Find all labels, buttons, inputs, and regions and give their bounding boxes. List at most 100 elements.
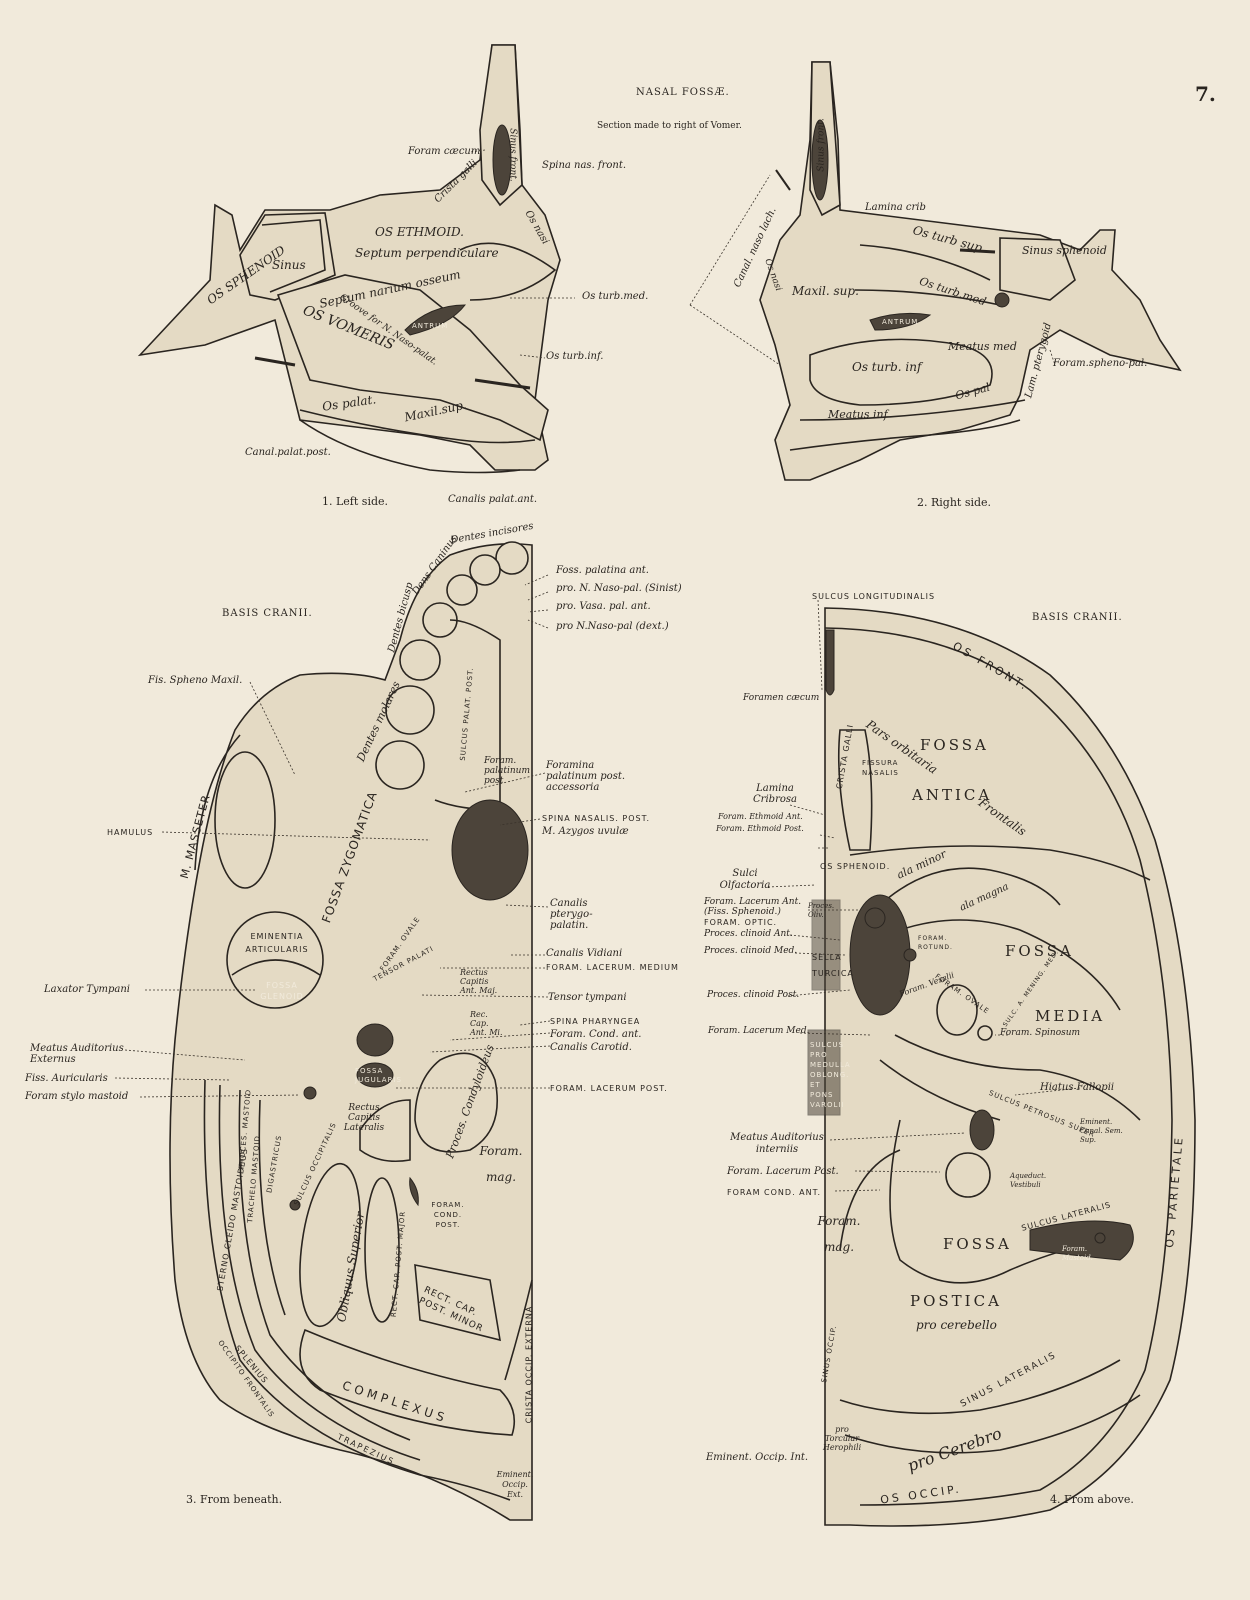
fig3-label-foram-cond-post: FORAM. COND. POST. (431, 1201, 465, 1229)
fig4-left-label-1: Lamina Cribrosa (753, 783, 797, 805)
fig3-right-label-10: Tensor tympani (548, 992, 627, 1003)
fig2-label-meatus-med: Meatus med (948, 340, 1017, 353)
fig4-left-label-6: FORAM. OPTIC. (704, 918, 778, 927)
fig4-label-foram-rotund: FORAM. ROTUND. (918, 935, 953, 951)
fig3-left-label-1: HAMULUS (107, 828, 154, 837)
fig3-right-label-4: Foramina palatinum post. accessoria (546, 760, 626, 793)
fig2-label-sinus-front: Sinus front. (816, 118, 827, 172)
fig3-drawing (114, 541, 551, 1521)
fig3-label-rectus-capitis-lateralis: Rectus Capitis Lateralis (343, 1103, 385, 1133)
top-subheading: Section made to right of Vomer. (597, 121, 742, 131)
page-number: 7. (1195, 82, 1216, 106)
fig4-left-label-9: Proces. clinoid Post. (707, 990, 800, 1000)
fig4-label-foram-spinosum: Foram. Spinosum (1000, 1028, 1081, 1038)
fig3-left-label-5: Foram stylo mastoid (25, 1091, 129, 1102)
fig2-label-meatus-inf: Meatus inf (828, 408, 888, 421)
fig3-left-label-0: Fis. Spheno Maxil. (148, 675, 243, 686)
fig1-drawing (137, 44, 575, 474)
fig4-label-fossa-media-2: MEDIA (1035, 1007, 1106, 1025)
fig2-label-os-turb-inf: Os turb. inf (852, 360, 922, 374)
fig4-label-proces-oliv: Proces. Oliv. (808, 902, 835, 919)
fig3-right-label-6: M. Azygos uvulæ (542, 826, 629, 837)
fig1-label-spina-nas-front: Spina nas. front. (542, 160, 627, 171)
fig4-left-label-12: Foram. Lacerum Post. (727, 1166, 839, 1177)
fig3-left-label-3: Meatus Auditorius Externus (30, 1043, 124, 1065)
fig3-right-label-14: FORAM. LACERUM POST. (550, 1084, 668, 1093)
fig1-label-os-turb-inf: Os turb.inf. (546, 351, 604, 362)
fig4-label-aqueduct-vestibuli: Aqueduct. Vestibuli (1010, 1172, 1047, 1189)
fig3-label-rectus-capitis-ant-maj: Rectus Capitis Ant. Maj. (460, 968, 498, 995)
fig3-label-foram-palatinum-post: Foram. palatinum post (484, 756, 530, 786)
fig4-left-label-5: Foram. Lacerum Ant. (Fiss. Sphenoid.) (704, 897, 802, 917)
fig3-left-label-4: Fiss. Auricularis (25, 1073, 108, 1084)
fig4-label-foram-mastoid: Foram. Mastoid. (1062, 1245, 1093, 1262)
fig4-label-hiatus-fallopii: Hiatus Fallopii (1040, 1082, 1115, 1093)
fig3-right-label-3: pro N.Naso-pal (dext.) (556, 621, 669, 632)
fig4-label-fissura-nasalis: FISSURA NASALIS (862, 759, 899, 777)
fig3-left-label-2: Laxator Tympani (44, 984, 131, 995)
fig3-right-label-2: pro. Vasa. pal. ant. (556, 601, 651, 612)
fig1-label-foram-caecum: Foram cæcum (408, 146, 481, 157)
bottom-left-heading: BASIS CRANII. (222, 608, 313, 619)
fig4-left-label-2: Foram. Ethmoid Ant. (718, 812, 803, 821)
fig3-right-label-0: Foss. palatina ant. (556, 565, 649, 576)
fig3-label-fossa-glenoid: FOSSA GLENOID (260, 981, 304, 1001)
top-heading: NASAL FOSSÆ. (636, 87, 730, 98)
fig3-right-label-13: Canalis Carotid. (550, 1042, 632, 1053)
fig3-right-label-9: FORAM. LACERUM. MEDIUM (546, 963, 679, 972)
fig4-label-fossa-postica-2: POSTICA (910, 1292, 1002, 1310)
fig2-caption: 2. Right side. (917, 496, 992, 509)
fig3-right-label-12: Foram. Cond. ant. (550, 1029, 642, 1040)
fig2-label-lamina-crib: Lamina crib (865, 202, 926, 213)
fig4-left-label-13: FORAM COND. ANT. (727, 1188, 822, 1197)
fig4-label-fossa-antica-1: FOSSA (920, 736, 989, 754)
fig4-label-sulcus-longitudinalis: SULCUS LONGITUDINALIS (812, 592, 936, 601)
fig3-right-label-7: Canalis pterygo-palatin. (550, 898, 593, 931)
fig2-label-foram-spheno-pal: Foram.spheno-pal. (1053, 358, 1148, 369)
fig4-label-fossa-media-1: FOSSA (1005, 942, 1074, 960)
fig4-left-label-4: Sulci Olfactoria (719, 868, 771, 891)
fig1-label-sinus: Sinus (272, 258, 306, 272)
fig4-left-label-8: Proces. clinoid Med. (704, 946, 798, 956)
fig1-label-antrum: ANTRUM (412, 322, 449, 330)
fig4-label-sella-turcica: SELLA TURCICA (812, 953, 854, 978)
fig3-label-eminentia-articularis: EMINENTIA ARTICULARIS (245, 932, 309, 954)
fig4-left-label-11: Meatus Auditorius interniis (730, 1132, 824, 1155)
fig3-right-label-5: SPINA NASALIS. POST. (542, 814, 651, 823)
fig1-label-canal-palat-post: Canal.palat.post. (245, 447, 331, 458)
fig4-left-label-3: Foram. Ethmoid Post. (716, 824, 804, 833)
fig4-label-sulcus-medulla: SULCUS PRO MEDULLA OBLONG. ET PONS VAROL… (810, 1041, 851, 1109)
fig2-drawing (689, 61, 1182, 481)
fig3-label-crista-occip-externa: CRISTA OCCIP. EXTERNA (524, 1305, 534, 1424)
fig1-caption: 1. Left side. (322, 495, 389, 508)
fig4-label-pro-cerebello: pro cerebello (916, 1318, 997, 1332)
fig2-label-maxil-sup: Maxil. sup. (792, 284, 859, 298)
bottom-right-heading: BASIS CRANII. (1032, 612, 1123, 623)
fig4-left-label-14: Eminent. Occip. Int. (706, 1452, 809, 1463)
fig1-label-os-ethmoid: OS ETHMOID. (375, 225, 464, 239)
fig3-right-label-8: Canalis Vidiani (546, 948, 623, 959)
fig4-label-fossa-postica-1: FOSSA (943, 1235, 1012, 1253)
fig1-label-septum-perpendiculare: Septum perpendiculare (355, 246, 499, 260)
fig2-label-sinus-sphenoid: Sinus sphenoid (1022, 244, 1107, 257)
fig3-label-fossa-jugularis: FOSSA JUGULARIS (355, 1067, 402, 1084)
fig2-label-antrum: ANTRUM (882, 318, 919, 326)
fig3-right-label-11: SPINA PHARYNGEA (550, 1017, 641, 1026)
fig1-label-os-turb-med: Os turb.med. (582, 291, 649, 302)
fig4-label-os-sphenoid: OS SPHENOID. (820, 862, 891, 871)
fig3-label-eminent-occip-ext: Eminent. Occip. Ext. (496, 1470, 534, 1499)
fig4-left-label-7: Proces. clinoid Ant. (704, 929, 793, 939)
fig3-label-rec-cap-ant-mi: Rec. Cap. Ant. Mi. (470, 1010, 503, 1037)
fig4-caption: 4. From above. (1050, 1493, 1134, 1506)
fig4-label-eminent-canal-sem-sup: Eminent. Canal. Sem. Sup. (1080, 1118, 1123, 1144)
fig4-label-pro-torcular: pro Torcular Herophili (822, 1425, 862, 1452)
fig1-label-sinus-front: Sinus front. (507, 128, 518, 182)
fig4-drawing (767, 599, 1196, 1527)
fig1-label-canalis-palat-ant: Canalis palat.ant. (448, 494, 538, 505)
fig4-left-label-0: Foramen cæcum (743, 693, 820, 703)
fig4-label-foram-mag: Foram. mag. (817, 1214, 861, 1254)
fig3-caption: 3. From beneath. (186, 1493, 283, 1506)
fig3-right-label-1: pro. N. Naso-pal. (Sinist) (556, 583, 682, 594)
